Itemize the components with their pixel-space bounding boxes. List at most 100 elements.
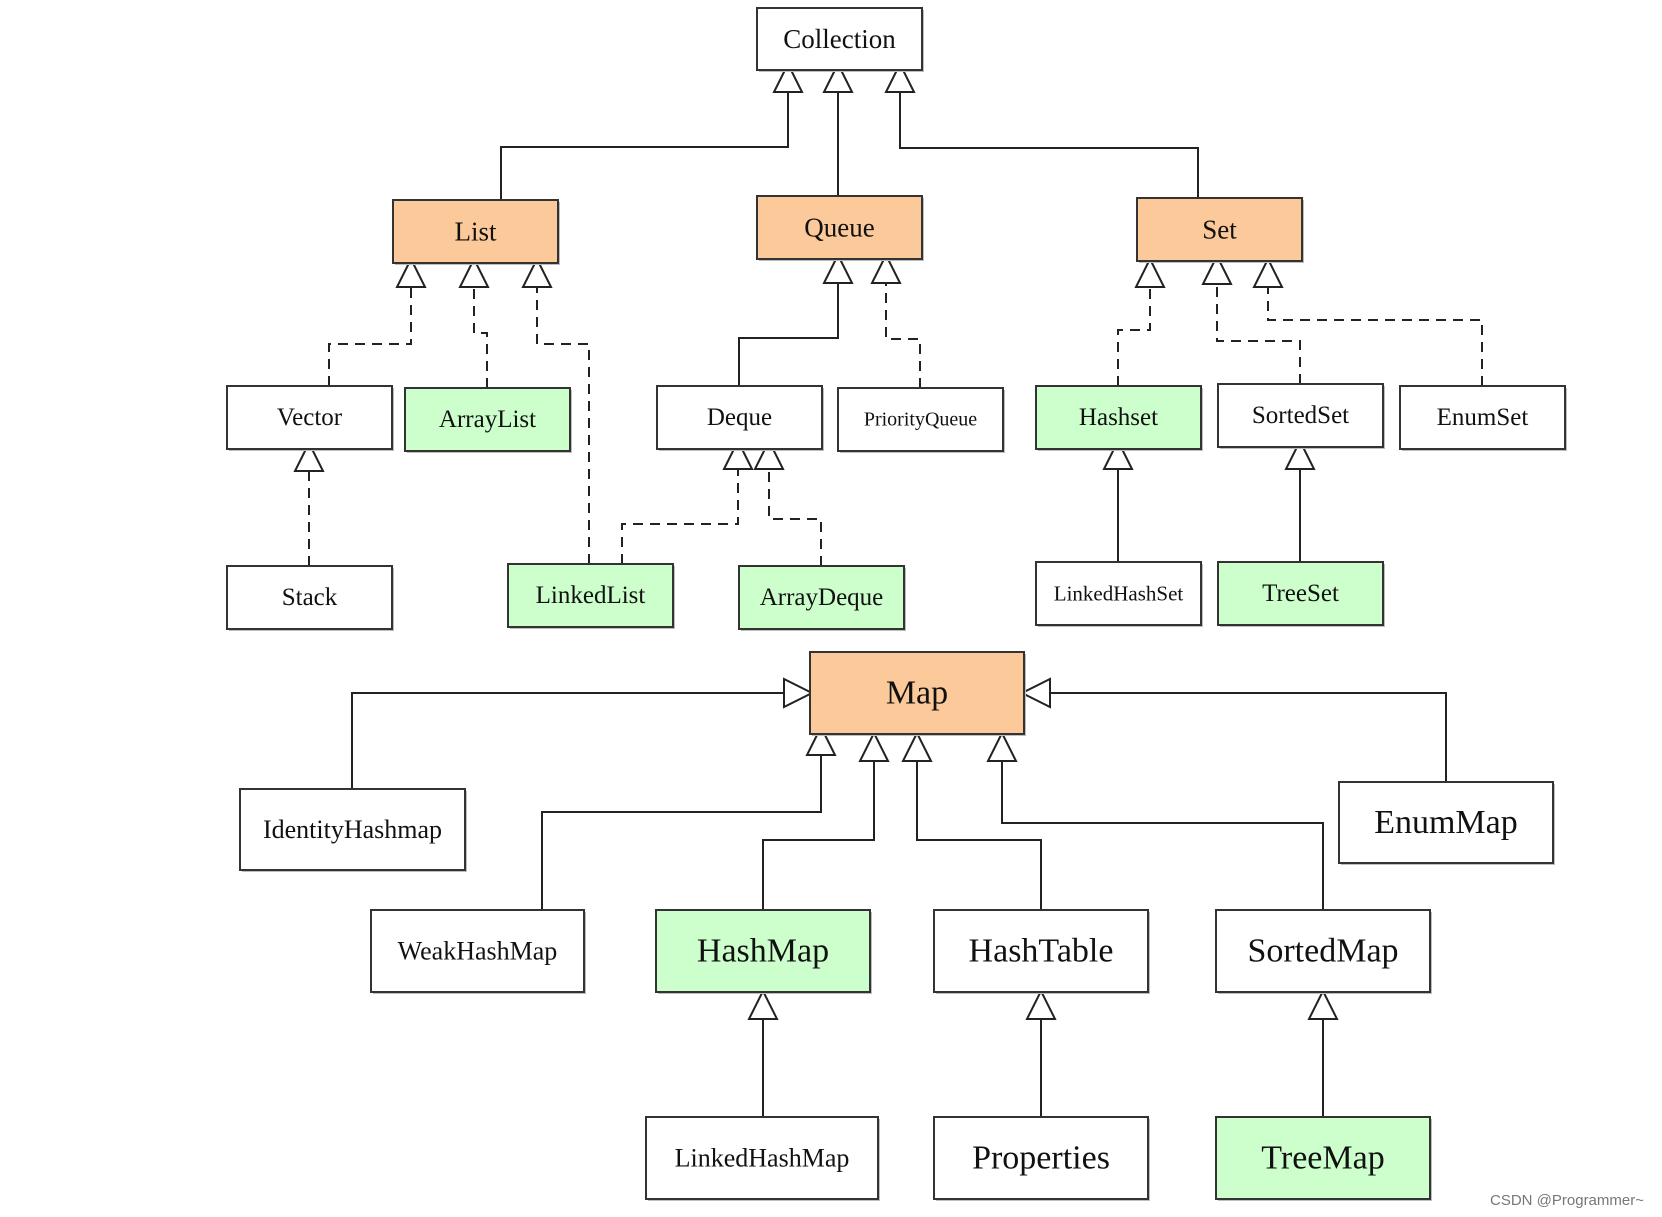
node-box: [507, 563, 674, 628]
node-treeset: TreeSet: [1217, 561, 1385, 627]
generalization-arrowhead: [1252, 256, 1284, 288]
node-label: Map: [886, 675, 948, 712]
edge-line: [1117, 287, 1151, 386]
generalization-arrowhead: [783, 677, 815, 709]
edge-identityhashmap-to-map: [351, 677, 815, 789]
generalization-arrowhead: [1134, 256, 1166, 288]
node-queue: Queue: [756, 195, 924, 261]
generalization-arrowhead: [822, 61, 854, 93]
node-enumset: EnumSet: [1399, 385, 1567, 451]
generalization-arrowhead: [772, 61, 804, 93]
edge-enummap-to-map: [1019, 677, 1447, 782]
edge-line: [738, 283, 839, 386]
node-box: [1338, 781, 1554, 864]
edge-line: [1267, 287, 1483, 386]
edge-line: [768, 469, 822, 566]
node-box: [756, 195, 923, 260]
node-label: Deque: [707, 404, 772, 431]
edge-enumset-to-set: [1252, 256, 1483, 386]
node-list: List: [392, 199, 560, 265]
node-label: PriorityQueue: [864, 409, 977, 431]
edge-line: [899, 92, 1199, 198]
edge-line: [762, 761, 875, 910]
edge-hashset-to-set: [1117, 256, 1166, 386]
node-sortedset: SortedSet: [1217, 383, 1385, 449]
edges-layer: [293, 61, 1483, 1117]
node-stack: Stack: [226, 565, 394, 631]
generalization-arrowhead: [986, 730, 1018, 762]
node-label: List: [454, 217, 497, 247]
edge-line: [473, 287, 488, 388]
node-label: Vector: [277, 404, 343, 431]
node-box: [933, 909, 1149, 993]
node-box: [1035, 561, 1202, 626]
node-priorityqueue: PriorityQueue: [837, 387, 1005, 453]
node-linkedhashset: LinkedHashSet: [1035, 561, 1203, 627]
node-box: [1215, 1116, 1431, 1200]
edge-list-to-collection: [500, 61, 804, 200]
node-box: [756, 7, 923, 71]
generalization-arrowhead: [1102, 438, 1134, 470]
edge-line: [328, 287, 412, 386]
generalization-arrowhead: [722, 438, 754, 470]
generalization-arrowhead: [870, 252, 902, 284]
generalization-arrowhead: [822, 252, 854, 284]
edge-linkedlist-to-deque: [621, 438, 754, 564]
edge-linkedhashmap-to-hashmap: [747, 988, 779, 1117]
node-linkedlist: LinkedList: [507, 563, 675, 629]
edge-treeset-to-sortedset: [1284, 438, 1316, 562]
generalization-arrowhead: [901, 730, 933, 762]
node-deque: Deque: [656, 385, 824, 451]
node-hashmap: HashMap: [655, 909, 872, 994]
node-box: [239, 788, 466, 871]
edge-line: [351, 692, 784, 789]
generalization-arrowhead: [747, 988, 779, 1020]
generalization-arrowhead: [1019, 677, 1051, 709]
node-label: Queue: [804, 213, 874, 243]
generalization-arrowhead: [521, 256, 553, 288]
edge-line: [1001, 761, 1324, 910]
node-linkedhashmap: LinkedHashMap: [645, 1116, 880, 1201]
node-box: [1136, 197, 1303, 262]
node-box: [809, 651, 1025, 735]
edge-line: [885, 283, 921, 388]
generalization-arrowhead: [1025, 988, 1057, 1020]
edge-line: [541, 755, 822, 910]
node-box: [404, 387, 571, 452]
edge-hashtable-to-map: [901, 730, 1042, 910]
node-box: [655, 909, 871, 993]
node-label: TreeSet: [1262, 580, 1339, 607]
node-properties: Properties: [933, 1116, 1150, 1201]
node-label: ArrayDeque: [760, 584, 884, 611]
node-treemap: TreeMap: [1215, 1116, 1432, 1201]
edge-vector-to-list: [328, 256, 427, 386]
edge-priorityqueue-to-queue: [870, 252, 921, 388]
edge-line: [916, 761, 1042, 910]
node-label: SortedSet: [1252, 402, 1349, 429]
node-box: [226, 385, 393, 450]
node-label: LinkedHashMap: [675, 1144, 850, 1173]
edge-deque-to-queue: [738, 252, 854, 386]
edge-treemap-to-sortedmap: [1307, 988, 1339, 1117]
edge-sortedset-to-set: [1201, 253, 1301, 384]
node-box: [1035, 385, 1202, 450]
node-label: IdentityHashmap: [263, 815, 442, 844]
generalization-arrowhead: [753, 438, 785, 470]
node-label: TreeMap: [1261, 1140, 1384, 1177]
node-weakhashmap: WeakHashMap: [370, 909, 586, 994]
node-label: Set: [1202, 215, 1237, 245]
node-box: [933, 1116, 1149, 1200]
node-label: LinkedList: [536, 582, 646, 609]
edge-line: [621, 469, 739, 564]
generalization-arrowhead: [458, 256, 490, 288]
edge-linkedlist-to-list: [521, 256, 590, 564]
node-box: [370, 909, 585, 993]
node-label: WeakHashMap: [398, 937, 558, 966]
edge-arraydeque-to-deque: [753, 438, 822, 566]
node-box: [837, 387, 1004, 452]
node-enummap: EnumMap: [1338, 781, 1555, 865]
node-label: ArrayList: [439, 406, 536, 433]
edge-set-to-collection: [884, 61, 1199, 198]
node-label: SortedMap: [1247, 933, 1398, 970]
